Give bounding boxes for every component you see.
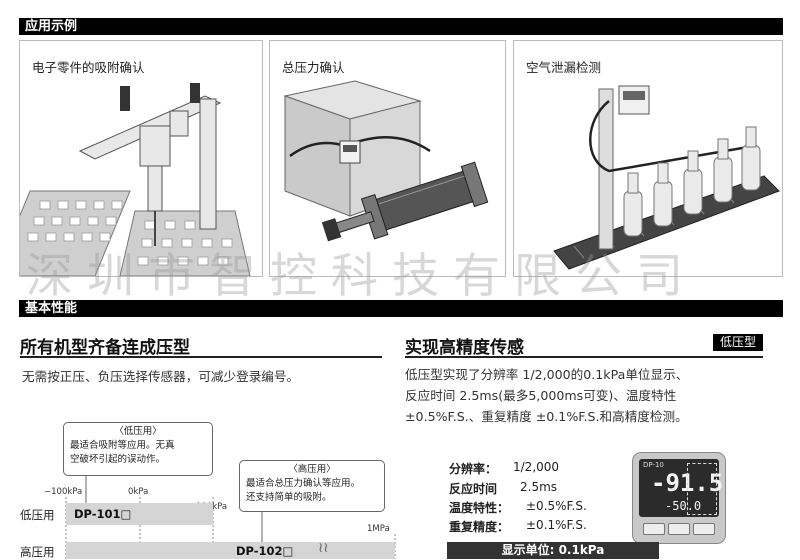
spec-value-temp: ±0.5%F.S.: [526, 499, 587, 513]
high-callout-title: 〈高压用〉: [288, 464, 336, 475]
low-pressure-callout: 〈低压用〉 最适合吸附等应用。无真 空破坏引起的误动作。: [63, 422, 213, 476]
low-callout-line2: 空破坏引起的误动作。: [70, 454, 166, 465]
sensor-sub-reading: -50.0: [665, 499, 702, 513]
bottle-conveyor-icon: [553, 85, 780, 270]
axis-break-mark: ≀≀: [318, 540, 329, 556]
application-panel-3: 空气泄漏检测: [513, 40, 783, 277]
high-pressure-callout: 〈高压用〉 最适合总压力确认等应用。 还支持简单的吸附。: [239, 460, 385, 512]
spec-value-repeat: ±0.1%F.S.: [526, 518, 587, 532]
spec-label-repeat: 重复精度：: [449, 520, 510, 534]
application-caption-1: 电子零件的吸附确认: [32, 60, 145, 75]
low-callout-line1: 最适合吸附等应用。无真: [70, 440, 175, 451]
right-body-line1: 低压型实现了分辨率 1/2,000的0.1kPa单位显示、: [405, 367, 689, 382]
display-unit-bar: 显示单位: 0.1kPa: [447, 542, 659, 559]
application-panel-2: 总压力确认: [269, 40, 506, 277]
row-label-low: 低压用: [20, 508, 55, 522]
sensor-model-label: DP-10: [643, 461, 664, 469]
sensor-display-device: DP-10 -91.5 -50.0: [632, 452, 726, 544]
sensor-button-up[interactable]: [668, 523, 690, 535]
low-pressure-badge: 低压型: [713, 334, 763, 351]
scale-neg100: −100kPa: [44, 487, 83, 497]
high-callout-line1: 最适合总压力确认等应用。: [246, 478, 361, 489]
highlight-box: [687, 463, 717, 515]
basic-section-bar: 基本性能: [19, 300, 783, 317]
right-heading: 实现高精度传感: [405, 338, 524, 358]
basic-section-title: 基本性能: [25, 301, 78, 316]
application-caption-2: 总压力确认: [282, 60, 345, 75]
low-pressure-range-bar: [66, 503, 213, 525]
high-callout-line2: 还支持简单的吸附。: [246, 492, 332, 503]
right-heading-rule: [405, 356, 763, 358]
sensor-screen: DP-10 -91.5 -50.0: [639, 459, 723, 517]
right-body-line3: ±0.5%F.S.、重复精度 ±0.1%F.S.和高精度检测。: [405, 409, 688, 424]
applications-section-bar: 应用示例: [19, 18, 783, 35]
scale-zero: 0kPa: [128, 487, 149, 497]
model-low: DP-101□: [74, 507, 132, 521]
left-heading: 所有机型齐备连成压型: [20, 338, 190, 358]
low-callout-title: 〈低压用〉: [114, 426, 162, 437]
pneumatic-cylinder-icon: [283, 80, 489, 242]
right-body-line2: 反应时间 2.5ms(最多5,000ms可变)、温度特性: [405, 388, 677, 403]
scale-1mpa: 1MPa: [367, 524, 390, 534]
spec-value-response: 2.5ms: [520, 480, 558, 494]
pick-and-place-robot-icon: [20, 83, 251, 276]
application-panel-1: 电子零件的吸附确认: [19, 40, 263, 277]
sensor-button-1[interactable]: [643, 523, 665, 535]
spec-label-response: 反应时间: [449, 482, 498, 496]
sensor-button-down[interactable]: [693, 523, 715, 535]
application-caption-3: 空气泄漏检测: [526, 60, 602, 75]
high-pressure-range-bar: [66, 542, 395, 559]
spec-label-temp: 温度特性：: [449, 501, 510, 515]
model-high: DP-102□: [236, 544, 294, 558]
spec-label-resolution: 分辨率：: [449, 462, 498, 476]
row-label-high: 高压用: [20, 545, 55, 559]
left-heading-rule: [20, 356, 382, 358]
spec-value-resolution: 1/2,000: [513, 460, 560, 474]
applications-section-title: 应用示例: [25, 19, 78, 34]
left-body-text: 无需按正压、负压选择传感器，可减少登录编号。: [22, 369, 300, 384]
